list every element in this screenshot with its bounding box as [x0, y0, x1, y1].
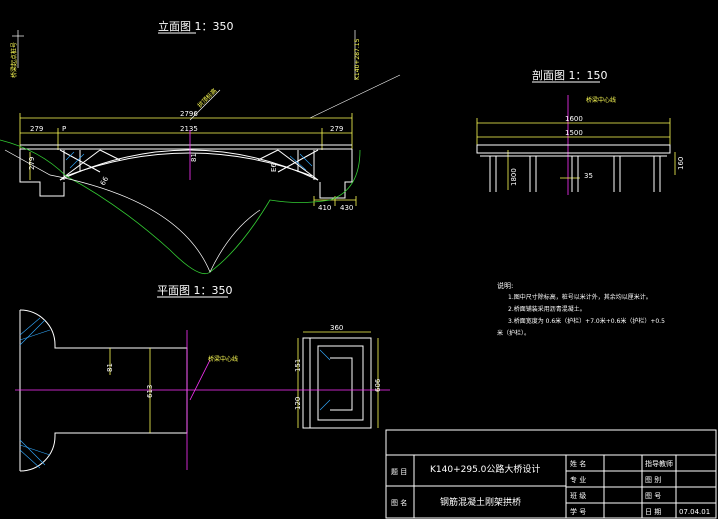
section-structure — [476, 144, 671, 192]
dim-mid-small: 81 — [190, 153, 198, 162]
right-station-marker: K140+287.15 — [354, 38, 361, 80]
bridge-structure — [19, 144, 353, 199]
dim-sec-left: 1800 — [510, 168, 518, 186]
major-label: 专 业 — [570, 475, 586, 484]
class-label: 班 级 — [570, 491, 586, 500]
dim-sec-35: 35 — [584, 172, 593, 180]
plan-title: 平面图 1：350 — [157, 284, 233, 297]
elevation-hatch — [65, 151, 313, 171]
drawing-type-label: 图 别 — [645, 475, 661, 484]
plan-dimensions — [109, 331, 379, 433]
dim-plan-151: 151 — [294, 359, 302, 372]
dim-right-span: 279 — [330, 125, 343, 133]
plan-view: 平面图 1：350 桥梁中心线 — [15, 284, 390, 472]
dim-plan-81: 81 — [106, 363, 114, 372]
elevation-title: 立面图 1：350 — [158, 19, 234, 33]
ground-profile-white — [4, 149, 261, 273]
name-label: 姓 名 — [570, 459, 586, 468]
date-value: 07.04.01 — [679, 508, 710, 516]
dim-plan-613: 613 — [146, 385, 154, 398]
dim-sec-1600: 1600 — [565, 115, 583, 123]
dim-right-e6: E6 — [270, 163, 278, 172]
dim-total-span: 2796 — [180, 110, 198, 118]
left-station-marker: 桥梁起点桩号 — [10, 42, 18, 78]
section-centerline-label: 桥梁中心线 — [586, 96, 616, 104]
drawing-name-label: 图 名 — [391, 498, 407, 507]
dim-sec-1500: 1500 — [565, 129, 583, 137]
section-title: 剖面图 1：150 — [532, 68, 608, 82]
dim-430: 430 — [340, 204, 353, 212]
date-label: 日 期 — [645, 508, 661, 516]
project-name: K140+295.0公路大桥设计 — [430, 463, 540, 475]
crown-elevation-label: 拱顶标高 — [196, 87, 219, 110]
dim-410: 410 — [318, 204, 331, 212]
student-id-label: 学 号 — [570, 507, 586, 516]
notes-heading: 说明: — [497, 281, 513, 290]
notes-block: 说明: 1.图中尺寸除标高，桩号以米计外，其余均以厘米计。 2.桥面铺装采用沥青… — [497, 281, 665, 337]
plan-hatch — [19, 317, 331, 469]
dim-left-p: P — [62, 125, 66, 133]
plan-centerline-label: 桥梁中心线 — [208, 355, 238, 363]
elevation-view: 立面图 1：350 桥梁起点桩号 K140+287.15 2796 279 P … — [0, 19, 401, 275]
note-item: 1.图中尺寸除标高，桩号以米计外，其余均以厘米计。 — [508, 293, 652, 301]
note-item: 米（护栏）。 — [497, 329, 530, 337]
drawing-name: 钢筋混凝土刚架拱桥 — [440, 496, 521, 508]
plan-structure — [19, 309, 372, 472]
section-dimensions — [476, 118, 676, 190]
dim-plan-120: 120 — [294, 397, 302, 410]
title-block: 题 目 K140+295.0公路大桥设计 图 名 钢筋混凝土刚架拱桥 姓 名 专… — [385, 429, 717, 519]
dim-left-66: 66 — [99, 175, 111, 187]
dim-left-span: 279 — [30, 125, 43, 133]
note-item: 2.桥面铺装采用沥青混凝土。 — [508, 305, 586, 313]
dim-sec-right: 160 — [677, 157, 685, 170]
dim-plan-360: 360 — [330, 324, 343, 332]
drawing-number-label: 图 号 — [645, 492, 661, 500]
elevation-dimensions — [19, 113, 357, 206]
advisor-label: 指导教师 — [645, 459, 673, 468]
dim-left-height: 279 — [28, 157, 36, 170]
dim-main-span: 2135 — [180, 125, 198, 133]
plan-centerlines — [15, 330, 390, 470]
project-label: 题 目 — [391, 468, 407, 476]
section-view: 剖面图 1：150 桥梁中心线 1600 1500 35 1800 160 — [476, 68, 685, 195]
dim-plan-606: 606 — [374, 378, 382, 392]
note-item: 3.桥面宽度为 0.6米（护栏）+7.0米+0.6米（护栏）+0.5 — [508, 317, 665, 325]
